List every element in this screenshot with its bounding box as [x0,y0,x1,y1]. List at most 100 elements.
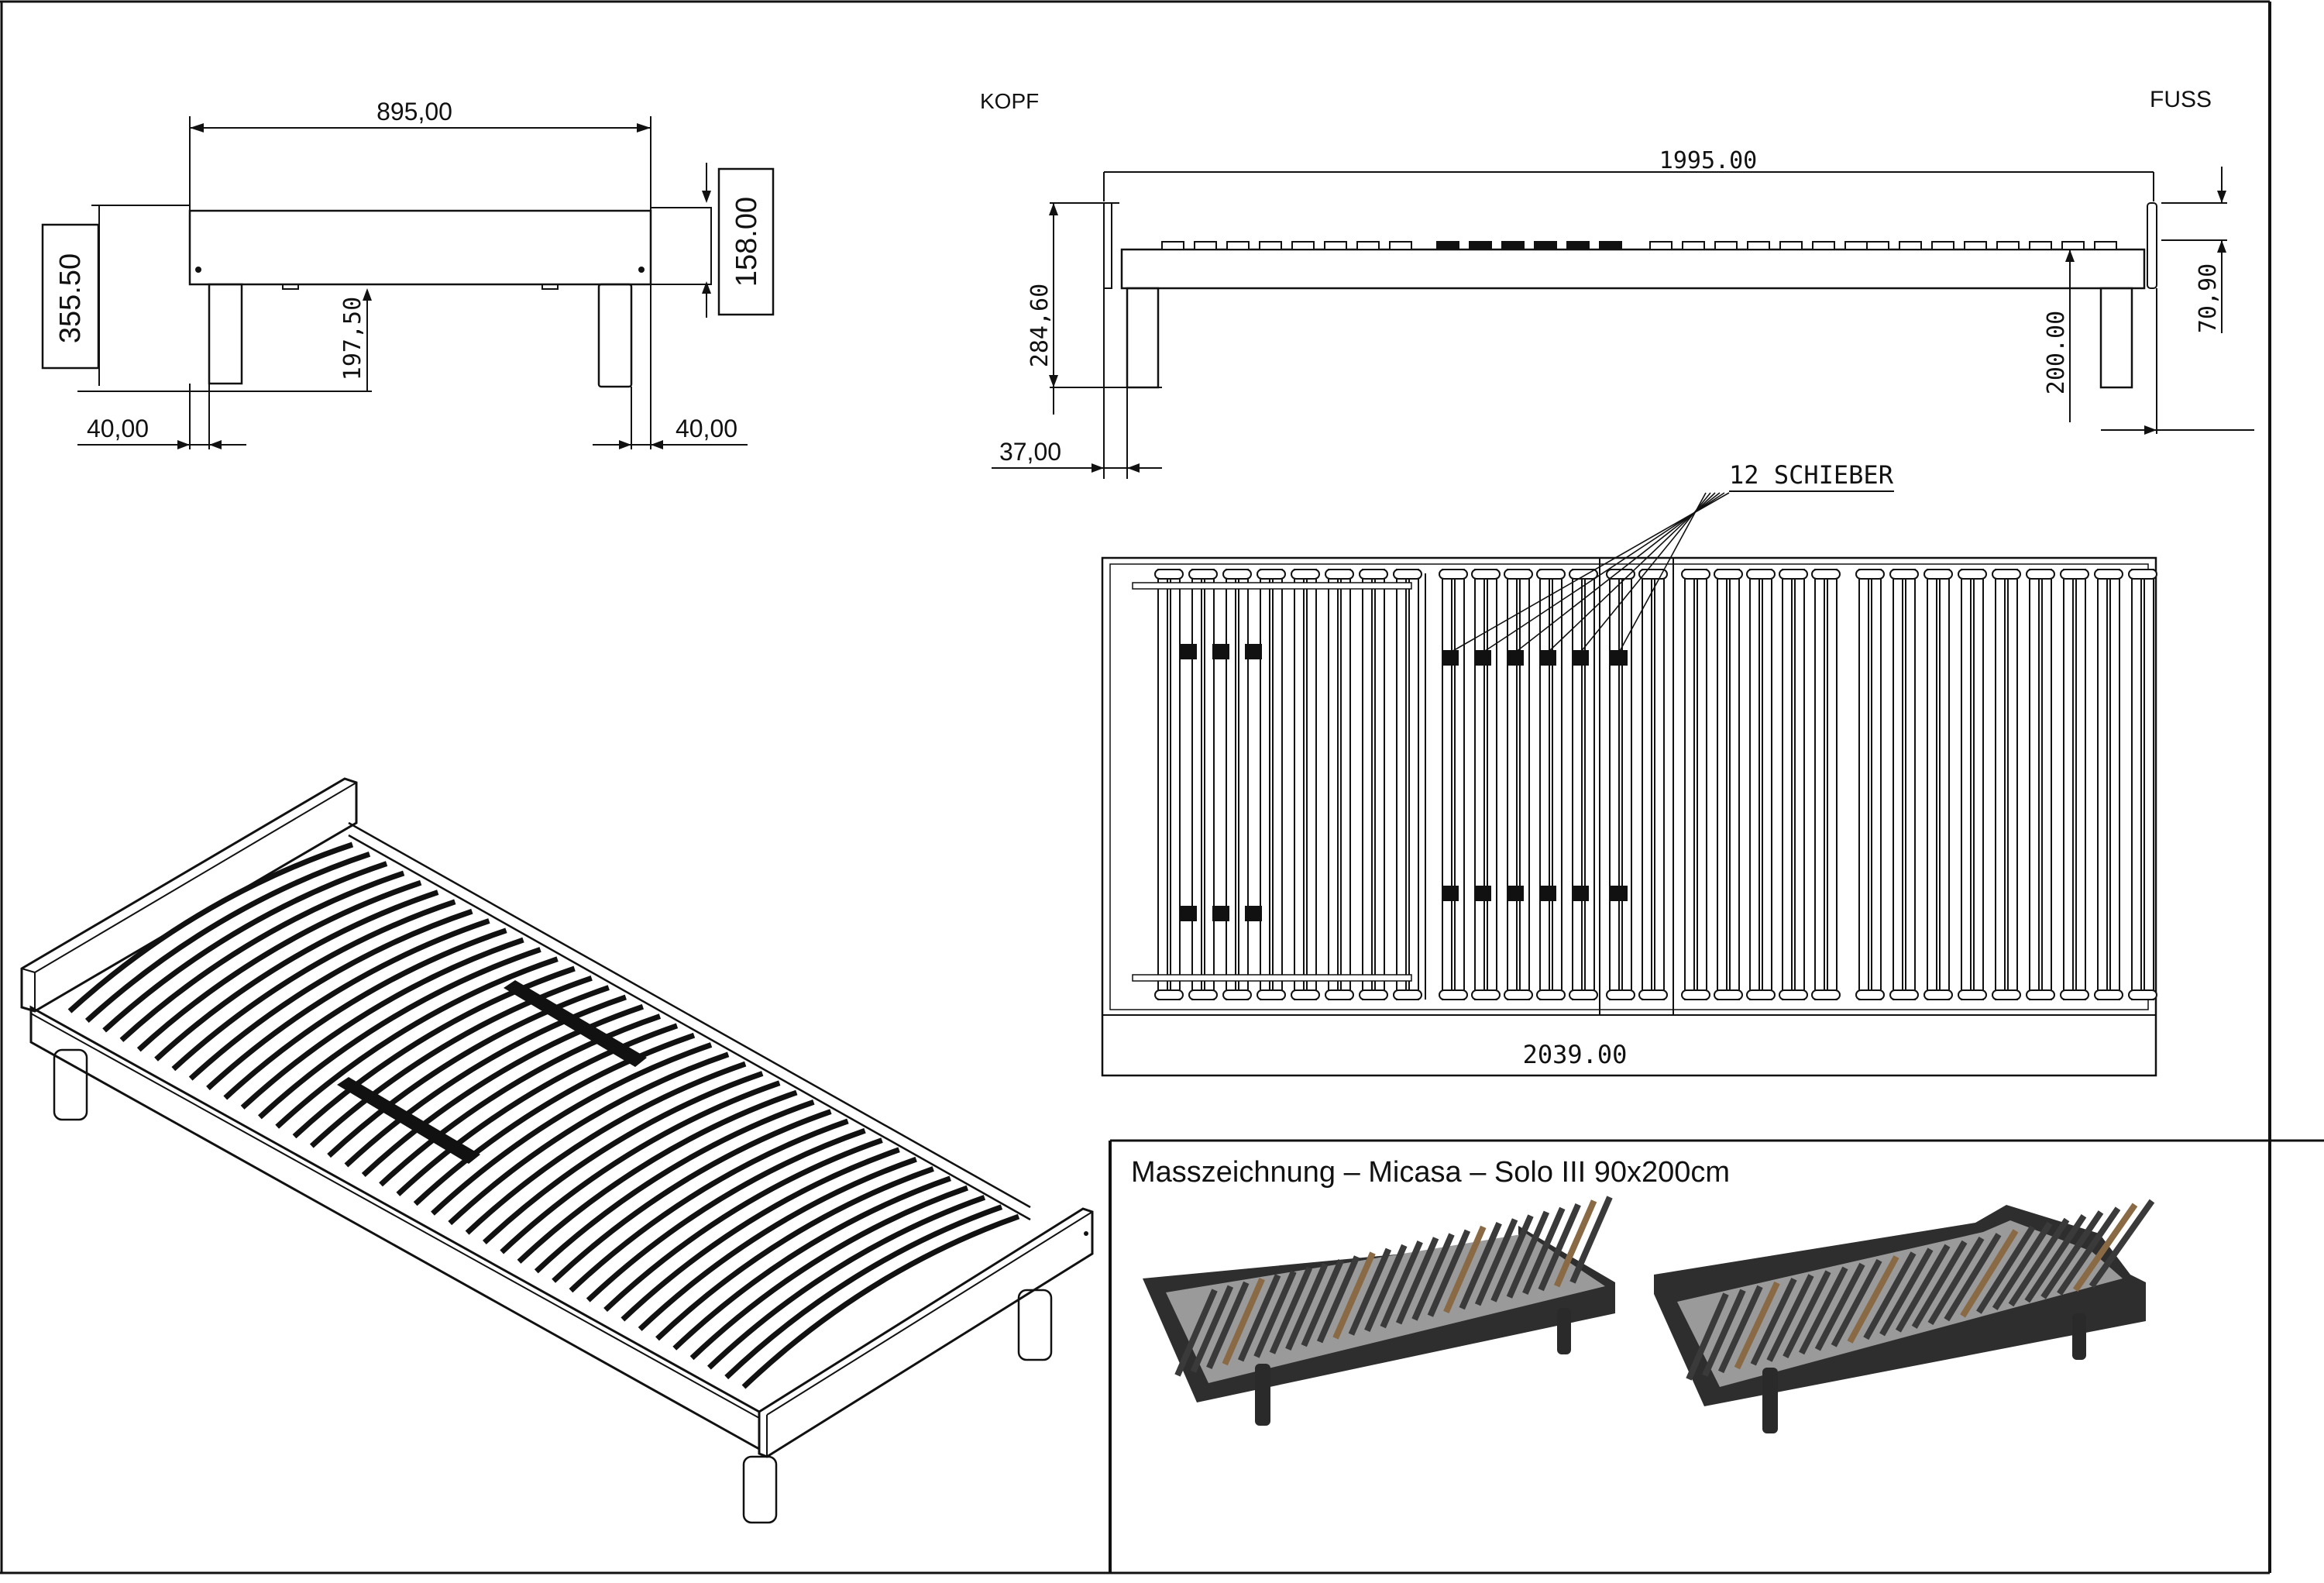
slider-tab [1611,886,1628,901]
iso-slat [223,927,507,1100]
iso-slat [621,1147,900,1322]
photo-slat [1960,1229,2019,1318]
iso-slat [586,1127,866,1303]
top-slat-cap [1889,989,1919,1000]
top-slat [1609,569,1620,1000]
top-slat [1729,569,1740,1000]
top-slat [1362,569,1373,1000]
slider-tab [1212,906,1229,921]
callout-leader [1547,492,1716,653]
photo-slat [1269,1266,1313,1354]
top-rail [1132,582,1412,590]
top-slat [1717,569,1728,1000]
photo-slat [1522,1206,1566,1295]
top-slat-cap [1222,569,1252,580]
iso-slat [741,1213,1020,1389]
callout-leader [1618,492,1707,653]
iso-slat [344,994,627,1168]
top-slat [1794,569,1805,1000]
top-slat-cap [1154,569,1184,580]
top-slat [1260,569,1270,1000]
photo-slat [1332,1251,1376,1340]
photo-slat [1380,1241,1423,1329]
iso-slat [361,1003,645,1177]
top-slat-cap [1291,989,1320,1000]
photo-slat [1364,1244,1408,1332]
top-slat-cap [1958,569,1987,580]
top-slat-cap [1291,569,1320,580]
top-slat [2041,569,2052,1000]
photo-slat [1174,1289,1218,1377]
top-slat [1328,569,1339,1000]
top-slat [1442,569,1452,1000]
photo-slat [1395,1237,1439,1325]
iso-slat [136,879,422,1052]
photo-slat [1237,1274,1281,1362]
top-slat [1749,569,1760,1000]
iso-slat [171,899,456,1072]
callout-leader [1580,492,1711,653]
top-slat [1454,569,1465,1000]
photo-slat [1895,1244,1951,1333]
photo-slat [2008,1217,2070,1307]
side-slat [1389,241,1412,250]
top-slat-cap [1439,989,1468,1000]
side-slat [2094,241,2117,250]
photo-slat [2040,1210,2104,1299]
top-slats [1132,569,2157,1000]
top-slat [1408,569,1419,1000]
callout-leader [1449,492,1730,653]
photo-slat [1569,1196,1613,1284]
top-slat [1306,569,1317,1000]
side-leg-height-label: 200.00 [2043,311,2070,394]
slider-tab [1245,906,1262,921]
top-slat [1191,569,1202,1000]
photo-slat [1783,1270,1831,1358]
callout-leaders [1449,492,1730,653]
side-slat [1899,241,1922,250]
top-slat-cap [1569,989,1598,1000]
side-slat [1194,241,1217,250]
top-slat [1939,569,1950,1000]
side-slat [1226,241,1250,250]
photo-slat [1285,1262,1329,1351]
top-slat-cap [2026,989,2055,1000]
front-frame-height-label: 158.00 [731,197,763,287]
side-slat [1812,241,1835,250]
side-slat [1931,241,1954,250]
side-slat [1259,241,1282,250]
top-slat [1973,569,1984,1000]
photo-slat [1206,1281,1250,1369]
top-slat [1294,569,1305,1000]
top-slat [1961,569,1972,1000]
top-slat [1572,569,1583,1000]
product-photo-flat [1143,1196,1615,1426]
top-slat-cap [1188,989,1218,1000]
callout-leader [1514,492,1721,653]
top-slat-cap [1257,569,1286,580]
top-slat [1519,569,1530,1000]
top-slat-cap [1923,569,1953,580]
top-slat-cap [1855,989,1885,1000]
side-slat [1747,241,1770,250]
top-slat-cap [1471,989,1501,1000]
top-slat [1927,569,1937,1000]
iso-slat [724,1204,1003,1380]
photo-slat [1348,1247,1392,1336]
iso-slat [655,1166,934,1341]
iso-slat [379,1013,662,1187]
top-slat [1827,569,1838,1000]
iso-slat [689,1185,969,1361]
top-slat [2007,569,2018,1000]
photo-slat [1506,1210,1550,1299]
top-slat-cap [1439,569,1468,580]
top-slat [1995,569,2006,1000]
top-slat-cap [1889,569,1919,580]
photo-slat [1717,1285,1763,1374]
top-slat-cap [1779,569,1808,580]
photo-slat [1799,1266,1848,1355]
iso-slat [396,1023,679,1196]
photo-slat [1538,1203,1581,1292]
slider-tab [1572,886,1589,901]
side-slat [2061,241,2085,250]
